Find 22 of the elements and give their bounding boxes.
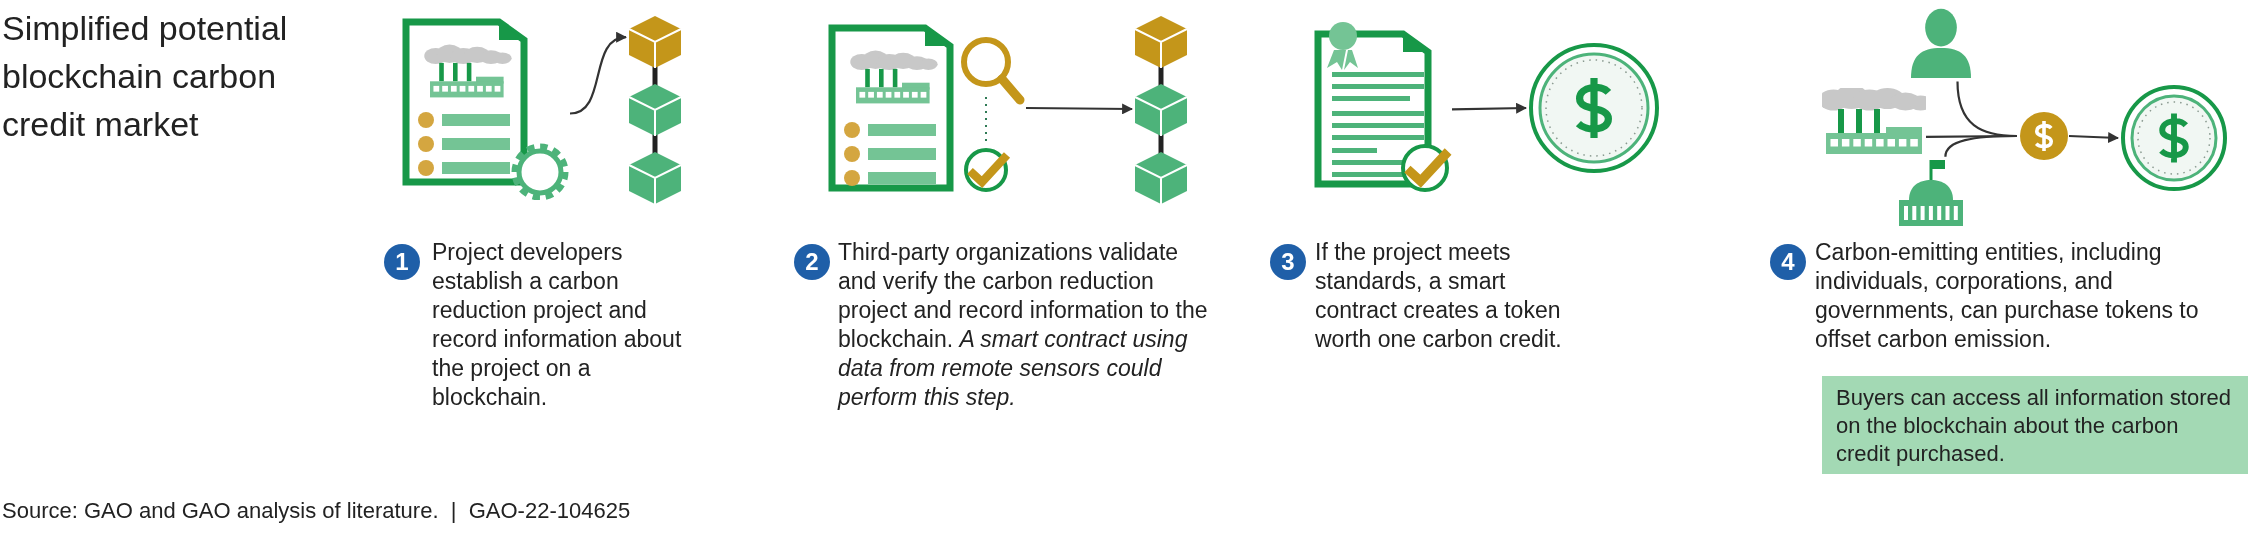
info-panel: Buyers can access all information stored on the blockchain about the carbon credit purchased. [1822, 376, 2248, 474]
step-description: Carbon-emitting entities, including individuals, corporations, and governments, can purchase tokens to offset carbon emission. [1815, 238, 2200, 354]
document-gear-drawing [400, 16, 570, 200]
factory-icon [1822, 88, 1926, 156]
step-number: 2 [794, 244, 830, 280]
step-description: If the project meets standards, a smart contract creates a token worth one carbon credit. [1315, 238, 1563, 354]
arrow [1452, 102, 1528, 114]
arrow [2068, 132, 2120, 144]
arrow [1026, 103, 1134, 115]
source-note: Source: GAO and GAO analysis of literature. | GAO-22-104625 [2, 498, 631, 524]
step-description: Project developers establish a carbon reduction project and record information about the project on a blockchain. [432, 238, 683, 412]
title: Simplified potential blockchain carbon credit market [2, 8, 289, 145]
coin-icon [1528, 42, 1660, 174]
document-verification-drawing [826, 22, 1026, 194]
person-icon [1908, 8, 1974, 78]
step-number: 3 [1270, 244, 1306, 280]
coin-icon [2019, 111, 2069, 161]
step-number: 1 [384, 244, 420, 280]
step-number: 4 [1770, 244, 1806, 280]
coin-icon [2120, 84, 2228, 192]
arrow [569, 33, 628, 115]
step-description: Third-party organizations validate and verify the carbon reduction project and record information to the blockchain. A smart contract using data from remote sensors could perform this step. [838, 238, 1208, 412]
